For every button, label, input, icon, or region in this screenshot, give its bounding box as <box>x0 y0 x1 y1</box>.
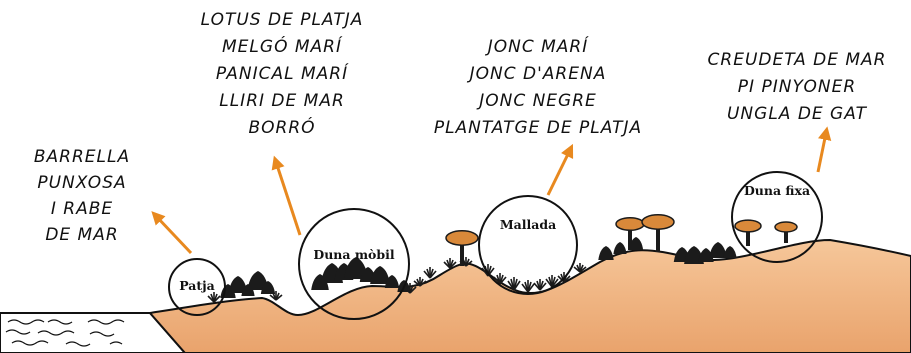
plant-label: PUNXOSA <box>37 173 126 193</box>
shrub <box>723 246 737 258</box>
pine-canopy <box>734 219 762 233</box>
plant-list-mallada: JONC MARÍ JONC D'ARENA JONC NEGRE PLANTA… <box>434 35 642 138</box>
plant-label: JONC NEGRE <box>476 91 597 111</box>
plant-label: I RABE <box>51 199 113 219</box>
zone-label-patja: Patja <box>179 278 215 293</box>
plant-list-duna-fixa: CREUDETA DE MAR PI PINYONER UNGLA DE GAT <box>708 50 887 124</box>
zone-duna-fixa: Duna fixa <box>731 171 823 263</box>
grass-blade <box>563 275 571 283</box>
grass-blade <box>409 286 417 294</box>
pine-canopy <box>641 214 675 230</box>
zone-circle-mallada <box>478 195 578 295</box>
shrub <box>613 242 627 254</box>
plant-list-duna-mobil: LOTUS DE PLATJA MELGÓ MARÍ PANICAL MARÍ … <box>201 10 364 138</box>
arrows <box>151 126 832 255</box>
arrow-duna-mobil <box>271 155 302 236</box>
pine-trunk <box>746 226 750 246</box>
pine-canopy <box>774 221 798 233</box>
plant-label: UNGLA DE GAT <box>727 104 868 124</box>
shrub <box>709 242 727 258</box>
shrub <box>598 246 614 260</box>
plant-label: PLANTATGE DE PLATJA <box>434 118 642 138</box>
grass-blade <box>449 261 457 269</box>
zone-circle-patja <box>168 258 226 316</box>
zone-duna-mobil: Duna mòbil <box>298 208 410 320</box>
zone-circle-duna-fixa <box>731 171 823 263</box>
plant-label: JONC D'ARENA <box>467 64 607 84</box>
zone-label-mallada: Mallada <box>500 217 556 232</box>
grass-blade <box>579 266 587 273</box>
zone-label-duna-mobil: Duna mòbil <box>313 247 395 262</box>
grass-blade <box>513 280 521 291</box>
pine-canopy <box>615 216 645 232</box>
plant-label: LOTUS DE PLATJA <box>201 10 364 30</box>
grass-blade <box>499 276 507 285</box>
grass-blade <box>551 278 559 288</box>
plant-label: BORRÓ <box>248 116 315 138</box>
zone-label-duna-fixa: Duna fixa <box>744 183 810 198</box>
pine-trunk <box>460 238 464 266</box>
plant-label: JONC MARÍ <box>485 35 589 57</box>
grass-blade <box>465 260 473 267</box>
plant-label: CREUDETA DE MAR <box>708 50 887 70</box>
zone-circle-duna-mobil <box>298 208 410 320</box>
pine-trunk <box>784 227 788 243</box>
zone-patja: Patja <box>168 258 226 316</box>
grass-blade <box>275 294 283 301</box>
plant-label: BARRELLA <box>34 147 130 167</box>
shrub <box>384 275 400 288</box>
shrub <box>260 281 276 294</box>
arrow-mallada <box>546 143 574 196</box>
shrub <box>698 248 714 262</box>
arrow-patja <box>151 211 193 255</box>
sea <box>0 312 187 353</box>
plant-label: DE MAR <box>45 225 118 245</box>
shrub <box>628 237 644 250</box>
vegetation <box>207 214 798 303</box>
shrub <box>228 276 248 293</box>
shrub <box>370 266 390 284</box>
pine-canopy <box>445 230 479 246</box>
plant-label: MELGÓ MARÍ <box>222 35 343 57</box>
grass-blade <box>539 282 547 291</box>
plant-label: PI PINYONER <box>738 77 856 97</box>
pine-trunk <box>656 222 660 252</box>
grass-blade <box>429 270 437 279</box>
pine-trunk <box>628 224 632 250</box>
plant-label: LLIRI DE MAR <box>219 91 345 111</box>
grass-blade <box>527 283 535 293</box>
shrub <box>247 271 269 290</box>
zone-mallada: Mallada <box>478 195 578 295</box>
grass-blade <box>419 280 427 287</box>
plant-label: PANICAL MARÍ <box>216 62 349 84</box>
grass-blade <box>213 295 221 303</box>
plant-list-patja: BARRELLA PUNXOSA I RABE DE MAR <box>34 147 130 245</box>
arrow-duna-fixa <box>816 126 832 173</box>
